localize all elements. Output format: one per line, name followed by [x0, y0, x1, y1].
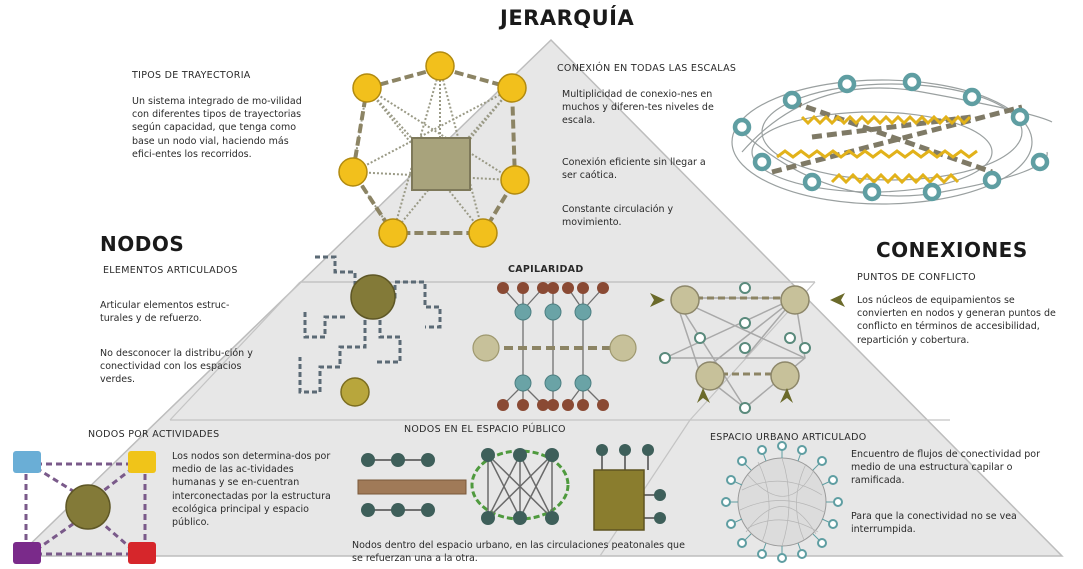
node-circle [468, 218, 498, 248]
conflict-points-diagram [650, 282, 845, 414]
public-space-nodes-diagram [357, 444, 666, 531]
conexion-escalas-p2: Conexión eficiente sin llegar a ser caót… [562, 157, 706, 182]
conexion-escalas-p1: Multiplicidad de conexio-nes en muchos y… [562, 89, 714, 127]
node-circle [378, 218, 408, 248]
tipos-trayectoria-heading: TIPOS DE TRAYECTORIA [132, 70, 251, 81]
trajectory-network-diagram [338, 51, 530, 248]
nodos-espacio-publico-heading: NODOS EN EL ESPACIO PÚBLICO [404, 424, 566, 435]
nodos-label: NODOS [100, 232, 185, 256]
pedestrian-path-bar [357, 479, 467, 495]
nodos-espacio-publico-text: Nodos dentro del espacio urbano, en las … [352, 540, 685, 564]
node-circle [425, 51, 455, 81]
elementos-articulados-p2: No desconocer la distribu-ción y conecti… [100, 348, 253, 386]
central-hub-square [411, 137, 471, 191]
capilaridad-heading: CAPILARIDAD [508, 264, 584, 275]
node-circle [338, 157, 368, 187]
multiscale-connection-diagram [731, 72, 1053, 205]
elementos-articulados-heading: ELEMENTOS ARTICULADOS [103, 265, 238, 276]
espacio-urbano-heading: ESPACIO URBANO ARTICULADO [710, 432, 867, 443]
puntos-conflicto-text: Los núcleos de equipamientos se conviert… [857, 295, 1056, 346]
page-title: JERARQUÍA [500, 6, 635, 30]
puntos-conflicto-heading: PUNTOS DE CONFLICTO [857, 272, 976, 283]
activity-nodes-diagram [13, 451, 156, 564]
activity-node-blue [13, 451, 41, 473]
conexion-escalas-p3: Constante circulación y movimiento. [562, 204, 674, 229]
secondary-node [340, 377, 370, 407]
articulated-urban-space-diagram [721, 441, 843, 563]
node-circle [500, 165, 530, 195]
activity-node-red [128, 542, 156, 564]
pyramid-tier-diagonal-left [169, 281, 301, 421]
capillarity-diagram [472, 282, 637, 411]
conexiones-label: CONEXIONES [876, 238, 1028, 262]
activity-node-purple [13, 542, 41, 564]
conexion-escalas-heading: CONEXIÓN EN TODAS LAS ESCALAS [557, 63, 737, 74]
articulated-elements-diagram [298, 255, 442, 407]
public-space-square [593, 469, 645, 531]
articulation-node [350, 274, 396, 320]
nodos-actividades-heading: NODOS POR ACTIVIDADES [88, 429, 220, 440]
elementos-articulados-p1: Articular elementos estruc-turales y de … [100, 300, 230, 325]
node-circle [497, 73, 527, 103]
activity-central-node [65, 484, 111, 530]
node-circle [352, 73, 382, 103]
espacio-urbano-p2: Para que la conectividad no se vea inter… [851, 511, 1017, 536]
activity-node-yellow [128, 451, 156, 473]
espacio-urbano-p1: Encuentro de flujos de conectividad por … [851, 449, 1041, 487]
nodos-actividades-text: Los nodos son determina-dos por medio de… [172, 451, 331, 529]
pyramid-tier-diagonal-bottom [599, 419, 691, 557]
tipos-trayectoria-text: Un sistema integrado de mo-vilidad con d… [132, 96, 302, 160]
